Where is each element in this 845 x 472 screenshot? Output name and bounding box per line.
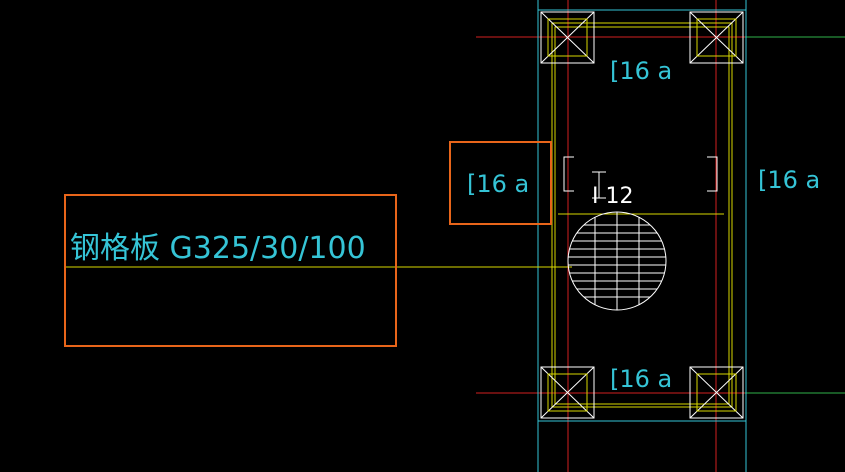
channel-label-top: [16 a — [610, 57, 672, 85]
i-beam-label: I 12 — [592, 184, 633, 209]
channel-brackets — [563, 156, 718, 192]
channel-label-highlighted: [16 a — [467, 170, 529, 198]
top-left-bolt-box — [540, 11, 595, 64]
cyan-frame — [537, 0, 747, 472]
green-grid-lines — [745, 36, 845, 394]
bottom-right-bolt-box — [689, 366, 744, 419]
highlight-box-steel-plate[interactable] — [64, 194, 397, 347]
bottom-left-bolt-box — [540, 366, 595, 419]
channel-label-bottom: [16 a — [610, 365, 672, 393]
steel-plate-label: 钢格板 G325/30/100 — [70, 231, 366, 266]
channel-label-right: [16 a — [758, 166, 820, 194]
highlight-box-channel[interactable] — [449, 141, 552, 225]
i-beam-symbol — [592, 171, 606, 199]
top-right-bolt-box — [689, 11, 744, 64]
